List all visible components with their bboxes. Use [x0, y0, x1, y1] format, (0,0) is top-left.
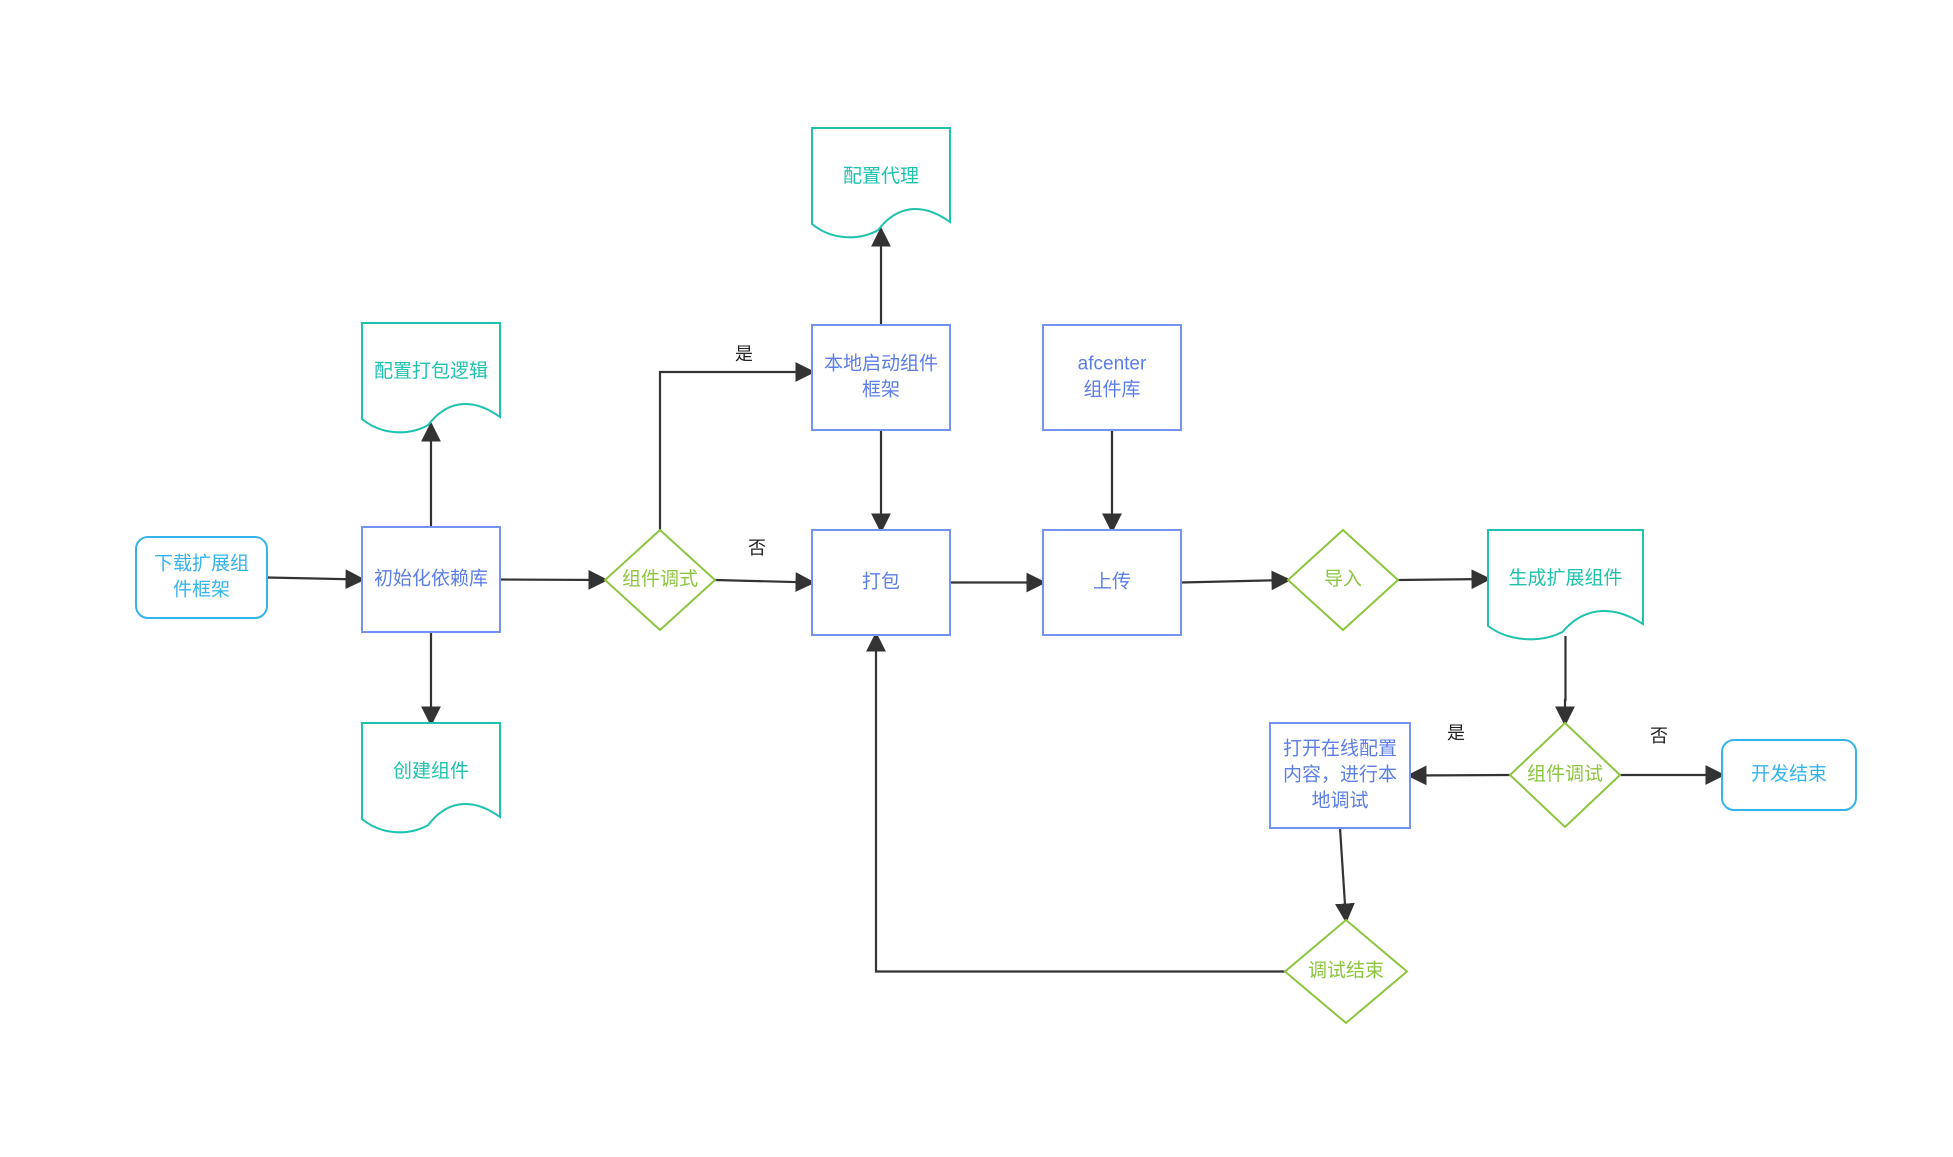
- edge-n10-to-n11: [1180, 570, 1292, 591]
- edge-n5-to-n8: [714, 572, 816, 592]
- document-shape: [1487, 529, 1644, 641]
- edge-labels-layer: 是否是否: [735, 344, 1668, 746]
- node-label-line: 下载扩展组: [154, 553, 249, 575]
- edges-layer: [266, 226, 1726, 973]
- node-label: 上传: [1093, 571, 1131, 593]
- decision-shape: [1286, 528, 1400, 632]
- node-n15[interactable]: 开发结束: [1721, 739, 1857, 811]
- node-label-line: 框架: [862, 379, 900, 401]
- node-n7[interactable]: 配置代理: [811, 127, 951, 239]
- edge-label-lbl-shi-top: 是: [735, 344, 753, 364]
- node-label-line: 开发结束: [1751, 763, 1827, 785]
- edge-label-lbl-shi-bottom: 是: [1447, 723, 1465, 743]
- node-n1[interactable]: 下载扩展组件框架: [135, 536, 268, 619]
- node-label: 开发结束: [1751, 763, 1827, 785]
- node-label-line: 本地启动组件: [824, 353, 938, 375]
- process-shape: [1042, 529, 1182, 636]
- node-label: 组件调试: [1527, 763, 1603, 785]
- node-n16[interactable]: 调试结束: [1283, 918, 1409, 1025]
- node-label: 创建组件: [393, 760, 469, 782]
- terminator-shape: [1721, 739, 1857, 811]
- node-label-line: 件框架: [173, 579, 230, 601]
- node-label-line: 调试结束: [1308, 960, 1384, 982]
- edge-label-lbl-fou-bottom: 否: [1650, 726, 1668, 746]
- node-label-line: 地调试: [1311, 790, 1368, 812]
- node-label-line: 导入: [1324, 569, 1362, 590]
- node-n2[interactable]: 初始化依赖库: [361, 526, 501, 633]
- node-label: 配置打包逻辑: [374, 360, 488, 382]
- edge-n1-to-n2: [266, 569, 366, 590]
- decision-shape: [1283, 918, 1409, 1025]
- terminator-shape: [135, 536, 268, 619]
- process-shape: [811, 529, 951, 636]
- node-label: 打开在线配置内容，进行本地调试: [1283, 738, 1397, 812]
- node-label: 导入: [1324, 569, 1362, 590]
- edge-n12-to-n13: [1555, 636, 1575, 727]
- node-label-line: 生成扩展组件: [1508, 567, 1622, 589]
- node-label: 打包: [862, 571, 900, 593]
- process-shape: [1269, 722, 1411, 829]
- node-label-line: 组件调试: [1527, 763, 1603, 785]
- node-label: 下载扩展组件框架: [154, 553, 249, 601]
- node-label: 组件调式: [622, 568, 698, 590]
- process-shape: [811, 324, 951, 431]
- node-n14[interactable]: 打开在线配置内容，进行本地调试: [1269, 722, 1411, 829]
- node-n12[interactable]: 生成扩展组件: [1487, 529, 1644, 641]
- node-n10[interactable]: 上传: [1042, 529, 1182, 636]
- node-n3[interactable]: 配置打包逻辑: [361, 322, 501, 434]
- process-shape: [1042, 324, 1182, 431]
- node-label: 初始化依赖库: [374, 568, 488, 590]
- document-shape: [811, 127, 951, 239]
- edge-n5-to-n6: [658, 362, 816, 530]
- decision-shape: [603, 528, 717, 632]
- decision-shape: [1508, 721, 1622, 829]
- document-shape: [361, 322, 501, 434]
- node-label-line: 配置代理: [843, 165, 919, 187]
- node-label-line: afcenter: [1078, 354, 1147, 375]
- edge-n13-to-n14: [1406, 765, 1511, 786]
- node-label-line: 初始化依赖库: [374, 568, 488, 590]
- node-label: 生成扩展组件: [1508, 567, 1622, 589]
- document-shape: [361, 722, 501, 834]
- node-label-line: 组件库: [1083, 379, 1140, 401]
- node-label: 调试结束: [1308, 960, 1384, 982]
- edge-n16-to-n8: [866, 631, 1285, 973]
- edge-n2-to-n5: [499, 570, 609, 590]
- node-label-line: 组件调式: [622, 568, 698, 590]
- process-shape: [361, 526, 501, 633]
- node-label-line: 创建组件: [393, 760, 469, 782]
- node-n13[interactable]: 组件调试: [1508, 721, 1622, 829]
- node-n5[interactable]: 组件调式: [603, 528, 717, 632]
- node-n6[interactable]: 本地启动组件框架: [811, 324, 951, 431]
- node-n4[interactable]: 创建组件: [361, 722, 501, 834]
- node-label-line: 打包: [862, 571, 900, 593]
- node-label-line: 配置打包逻辑: [374, 360, 488, 382]
- node-n8[interactable]: 打包: [811, 529, 951, 636]
- node-label: afcenter 组件库: [1078, 354, 1147, 401]
- edge-n14-to-n16: [1335, 827, 1355, 924]
- node-n11[interactable]: 导入: [1286, 528, 1400, 632]
- node-label: 本地启动组件框架: [824, 353, 938, 401]
- edge-label-lbl-fou-top: 否: [748, 538, 766, 558]
- node-label-line: 内容，进行本: [1283, 764, 1397, 786]
- node-label-line: 上传: [1093, 571, 1131, 593]
- edge-n11-to-n12: [1397, 569, 1492, 590]
- node-label-line: 打开在线配置: [1283, 738, 1397, 760]
- node-label: 配置代理: [843, 165, 919, 187]
- node-n9[interactable]: afcenter 组件库: [1042, 324, 1182, 431]
